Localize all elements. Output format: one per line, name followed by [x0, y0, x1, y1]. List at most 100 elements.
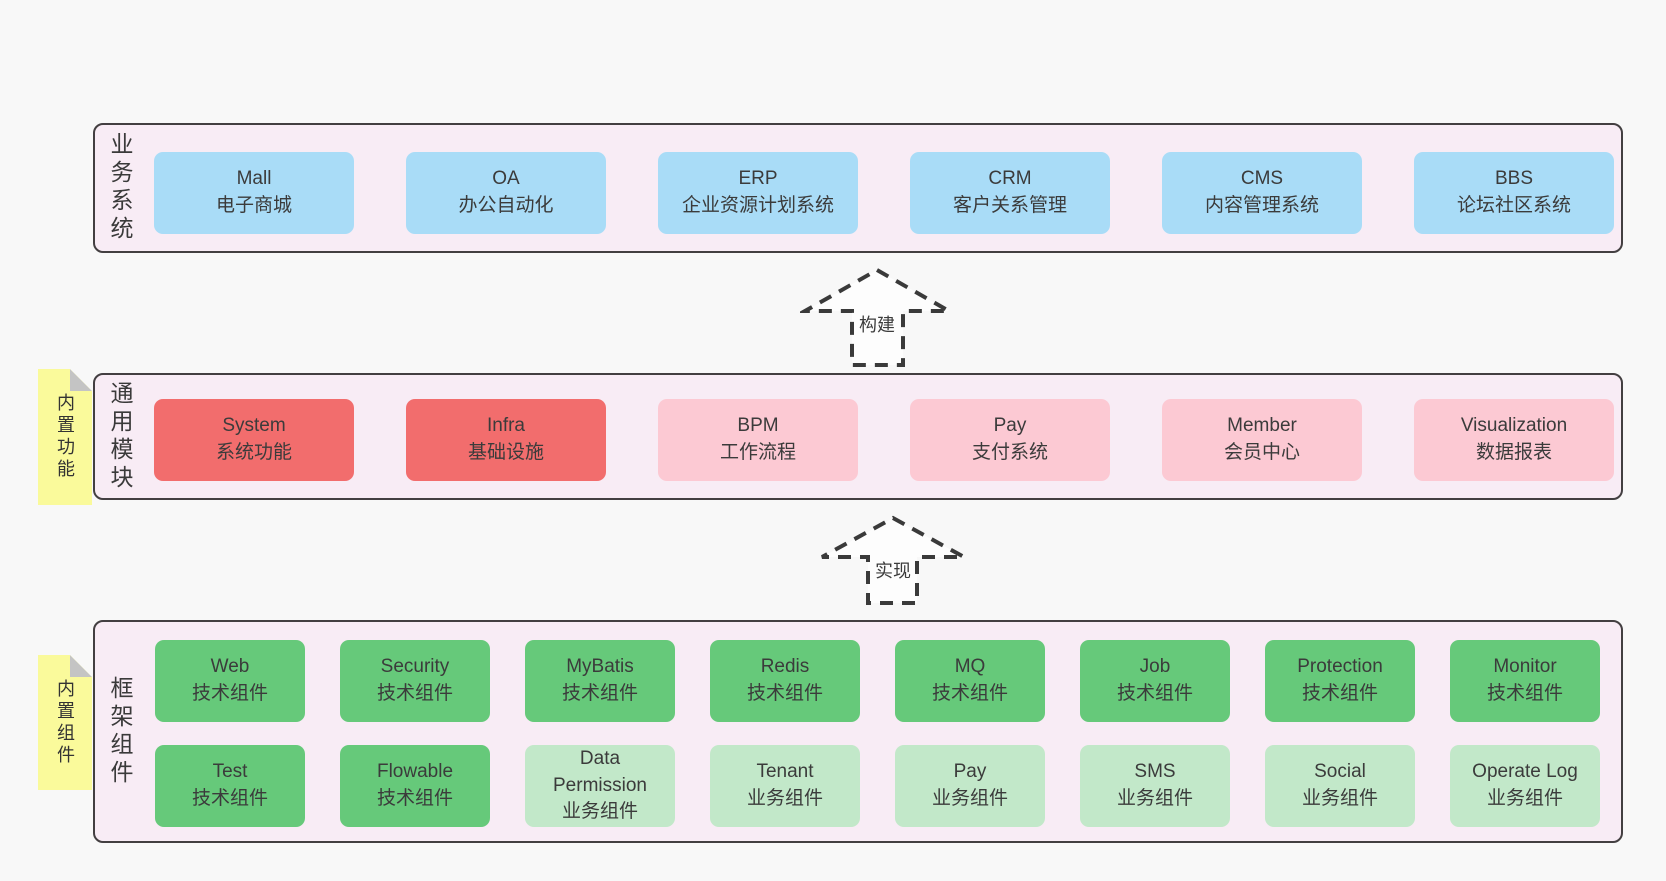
box-subtitle: 企业资源计划系统 [681, 195, 834, 216]
box-pay-module: Pay 支付系统 [910, 399, 1110, 481]
box-visualization: Visualization 数据报表 [1414, 399, 1614, 481]
box-subtitle: 业务组件 [561, 801, 638, 823]
box-subtitle: 技术组件 [1301, 683, 1378, 704]
box-subtitle: 会员中心 [1223, 442, 1300, 463]
box-protection: Protection 技术组件 [1265, 640, 1415, 722]
box-title: Operate Log [1472, 761, 1578, 783]
box-title: Flowable [376, 761, 454, 783]
box-crm: CRM 客户关系管理 [910, 152, 1110, 234]
box-title: Infra [486, 415, 526, 437]
box-subtitle: 数据报表 [1475, 442, 1552, 463]
box-title: BPM [737, 415, 779, 437]
box-infra: Infra 基础设施 [406, 399, 606, 481]
box-subtitle: 技术组件 [1116, 683, 1193, 704]
box-title: CRM [988, 168, 1032, 190]
box-subtitle: 业务组件 [1301, 788, 1378, 809]
box-title: Tenant [756, 761, 814, 783]
box-title: Pay [993, 415, 1027, 437]
box-title: MQ [954, 656, 986, 678]
box-pay-component: Pay 业务组件 [895, 745, 1045, 827]
section-label-framework: 框架组件 [107, 675, 133, 788]
section-label-business: 业务系统 [107, 132, 133, 244]
dashed-arrow-build: 构建 [800, 267, 954, 367]
box-title: Member [1227, 415, 1297, 437]
box-title: Job [1139, 656, 1171, 678]
sticky-note-builtin-features: 内置功能 [38, 369, 92, 505]
box-oa: OA 办公自动化 [406, 152, 606, 234]
box-data-permission: Data Permission 业务组件 [525, 745, 675, 827]
box-monitor: Monitor 技术组件 [1450, 640, 1600, 722]
box-subtitle: 客户关系管理 [952, 195, 1067, 216]
box-title: Visualization [1460, 415, 1568, 437]
box-title: Data Permission [553, 748, 647, 796]
box-title: Redis [760, 656, 810, 678]
box-web: Web 技术组件 [155, 640, 305, 722]
box-member: Member 会员中心 [1162, 399, 1362, 481]
box-title: Test [212, 761, 248, 783]
arrow-label: 实现 [875, 561, 911, 581]
box-redis: Redis 技术组件 [710, 640, 860, 722]
box-subtitle: 技术组件 [191, 788, 268, 809]
box-sms: SMS 业务组件 [1080, 745, 1230, 827]
box-subtitle: 业务组件 [1116, 788, 1193, 809]
box-title: Protection [1297, 656, 1383, 678]
box-title: Security [380, 656, 450, 678]
box-title: ERP [738, 168, 778, 190]
box-tenant: Tenant 业务组件 [710, 745, 860, 827]
section-label-modules: 通用模块 [107, 380, 133, 493]
box-erp: ERP 企业资源计划系统 [658, 152, 858, 234]
box-subtitle: 论坛社区系统 [1456, 195, 1571, 216]
box-security: Security 技术组件 [340, 640, 490, 722]
box-cms: CMS 内容管理系统 [1162, 152, 1362, 234]
box-job: Job 技术组件 [1080, 640, 1230, 722]
sticky-label: 内置组件 [55, 678, 75, 767]
arrow-label: 构建 [859, 315, 895, 335]
box-subtitle: 内容管理系统 [1204, 195, 1319, 216]
panel-business-systems: 业务系统 Mall 电子商城 OA 办公自动化 ERP 企业资源计划系统 CRM… [93, 123, 1623, 253]
box-subtitle: 技术组件 [931, 683, 1008, 704]
box-subtitle: 工作流程 [719, 442, 796, 463]
box-mybatis: MyBatis 技术组件 [525, 640, 675, 722]
box-title: SMS [1134, 761, 1176, 783]
sticky-note-builtin-components: 内置组件 [38, 655, 92, 790]
box-subtitle: 业务组件 [931, 788, 1008, 809]
box-test: Test 技术组件 [155, 745, 305, 827]
box-title: Monitor [1493, 656, 1557, 678]
box-subtitle: 基础设施 [467, 442, 544, 463]
box-operate-log: Operate Log 业务组件 [1450, 745, 1600, 827]
box-subtitle: 技术组件 [1486, 683, 1563, 704]
box-system: System 系统功能 [154, 399, 354, 481]
dashed-arrow-implement: 实现 [821, 515, 965, 605]
box-subtitle: 技术组件 [746, 683, 823, 704]
box-title: System [222, 415, 286, 437]
sticky-fold-corner [70, 369, 92, 391]
sticky-label: 内置功能 [55, 393, 75, 481]
box-social: Social 业务组件 [1265, 745, 1415, 827]
box-title: Web [210, 656, 250, 678]
box-subtitle: 电子商城 [215, 195, 292, 216]
panel-common-modules: 通用模块 System 系统功能 Infra 基础设施 BPM 工作流程 Pay… [93, 373, 1623, 500]
arrow-outline [821, 515, 965, 605]
box-subtitle: 系统功能 [215, 442, 292, 463]
box-subtitle: 业务组件 [1486, 788, 1563, 809]
box-subtitle: 技术组件 [561, 683, 638, 704]
panel-framework-components: 框架组件 Web 技术组件 Security 技术组件 MyBatis 技术组件… [93, 620, 1623, 843]
box-title: Social [1314, 761, 1366, 783]
box-title: Pay [953, 761, 987, 783]
box-subtitle: 支付系统 [971, 442, 1048, 463]
box-subtitle: 技术组件 [376, 683, 453, 704]
arrow-outline [800, 267, 954, 367]
box-bbs: BBS 论坛社区系统 [1414, 152, 1614, 234]
box-title: CMS [1240, 168, 1284, 190]
box-mall: Mall 电子商城 [154, 152, 354, 234]
box-mq: MQ 技术组件 [895, 640, 1045, 722]
sticky-fold-corner [70, 655, 92, 677]
box-title: MyBatis [566, 656, 634, 678]
box-bpm: BPM 工作流程 [658, 399, 858, 481]
box-subtitle: 技术组件 [376, 788, 453, 809]
box-title: OA [492, 168, 520, 190]
box-title: BBS [1494, 168, 1534, 190]
box-subtitle: 业务组件 [746, 788, 823, 809]
box-title: Mall [236, 168, 272, 190]
